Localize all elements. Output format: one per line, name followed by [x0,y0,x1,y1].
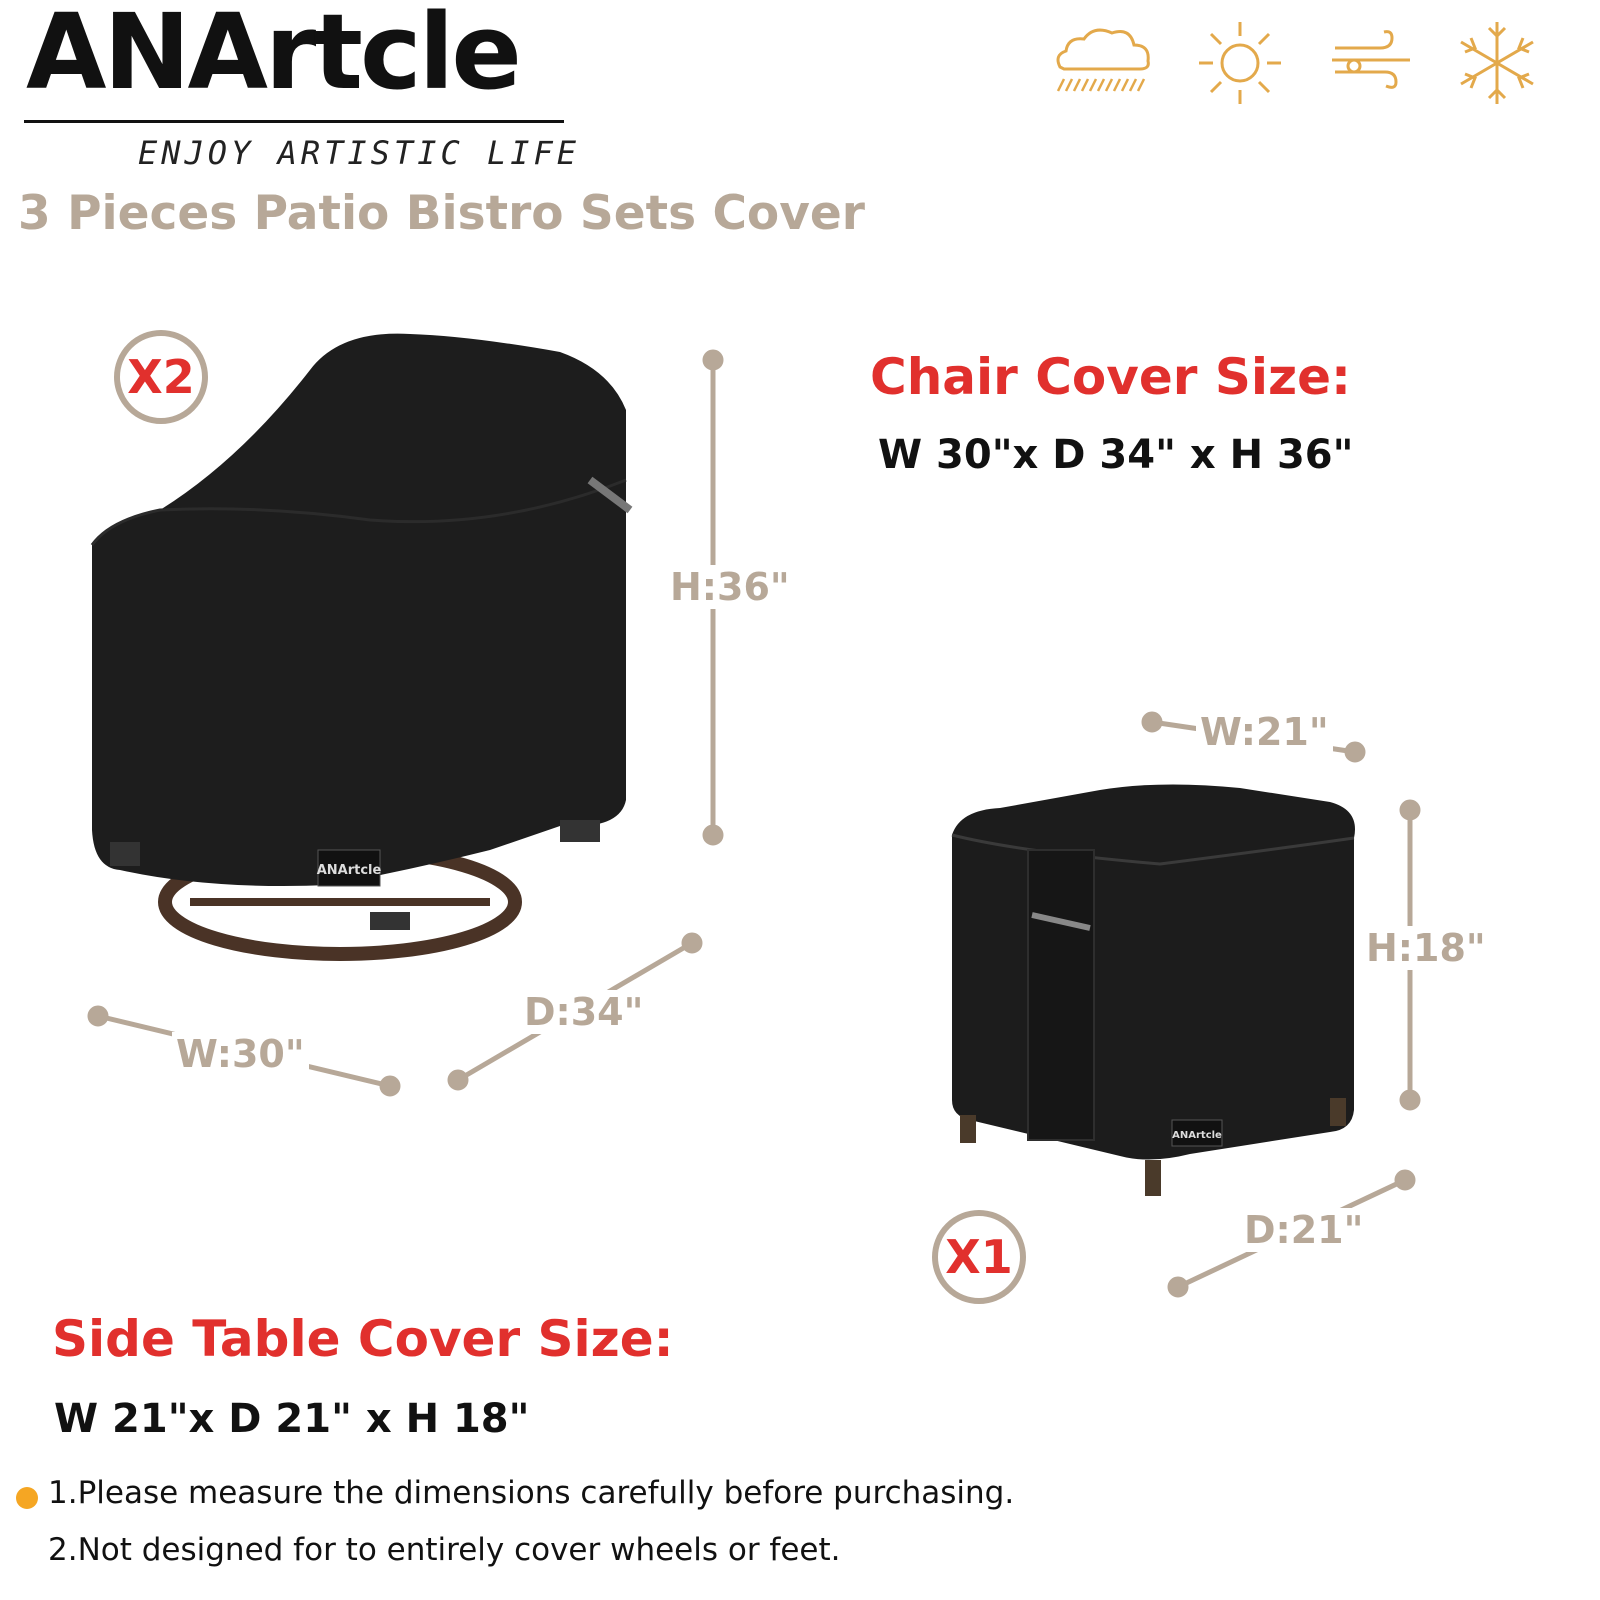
sun-icon [1199,22,1281,104]
page-title: 3 Pieces Patio Bistro Sets Cover [18,186,865,241]
chair-quantity-badge: X2 [114,330,208,424]
chair-cover-image: ANArtcle [90,333,633,961]
chair-width-label: W:30" [172,1032,309,1076]
logo-divider [24,120,564,123]
chair-size-title: Chair Cover Size: [870,348,1352,406]
chair-size-value: W 30"x D 34" x H 36" [878,432,1354,478]
table-cover-image: ANArtcle [951,784,1355,1196]
chair-brand-label: ANArtcle [317,863,382,878]
table-depth-label: D:21" [1240,1208,1368,1252]
table-height-label: H:18" [1362,926,1490,970]
brand-logo: ANArtcle [26,0,522,113]
table-size-title: Side Table Cover Size: [52,1310,674,1368]
wind-icon [1332,30,1410,89]
table-brand-label: ANArtcle [1172,1130,1222,1141]
note-bullet [16,1487,38,1509]
chair-depth-label: D:34" [520,990,648,1034]
chair-height-label: H:36" [666,565,794,609]
snowflake-icon [1460,22,1534,104]
table-size-value: W 21"x D 21" x H 18" [54,1396,530,1442]
rain-cloud-icon [1056,28,1150,92]
note-1: 1.Please measure the dimensions carefull… [48,1475,1015,1511]
note-2: 2.Not designed for to entirely cover whe… [48,1532,841,1568]
table-quantity-badge: X1 [932,1210,1026,1304]
table-width-label: W:21" [1196,710,1333,754]
brand-tagline: ENJOY ARTISTIC LIFE [138,134,581,172]
